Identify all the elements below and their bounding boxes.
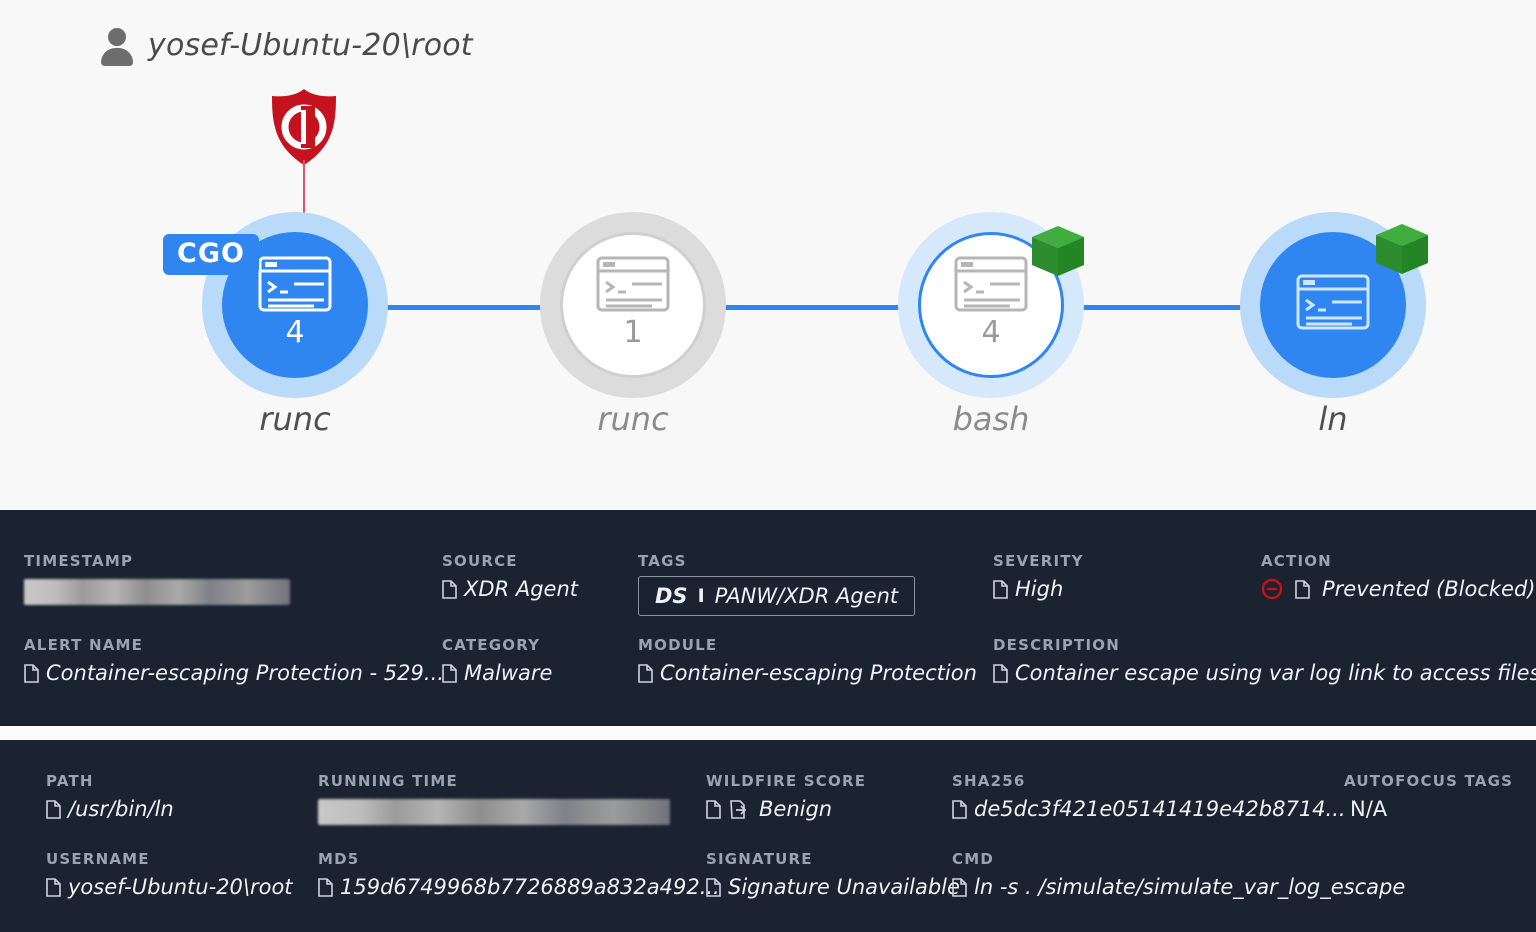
document-icon: [318, 877, 333, 897]
document-icon: [1295, 579, 1310, 599]
field-sha256: SHA256 de5dc3f421e05141419e42b8714...: [952, 772, 1346, 821]
document-icon: [46, 799, 61, 819]
document-icon: [442, 579, 457, 599]
module-value[interactable]: Container-escaping Protection: [638, 661, 977, 685]
node-count: 1: [623, 315, 643, 350]
graph-edge: [385, 305, 585, 310]
terminal-icon: [596, 256, 670, 312]
alert-stem: [303, 160, 305, 218]
panel-divider: [0, 726, 1536, 740]
field-source: SOURCE XDR Agent: [442, 552, 578, 601]
category-value[interactable]: Malware: [442, 661, 552, 685]
cmd-value[interactable]: ln -s . /simulate/simulate_var_log_escap…: [952, 875, 1405, 899]
field-tags: TAGS DS I PANW/XDR Agent: [638, 552, 916, 616]
document-icon: [993, 579, 1008, 599]
graph-node-label: bash: [952, 400, 1030, 438]
process-graph-panel: yosef-Ubuntu-20\root CGO: [0, 0, 1536, 510]
graph-edge: [700, 305, 905, 310]
document-icon: [442, 663, 457, 683]
graph-node-bash[interactable]: 4: [898, 212, 1084, 398]
field-description: DESCRIPTION Container escape using var l…: [993, 636, 1536, 685]
field-category: CATEGORY Malware: [442, 636, 553, 685]
tag-separator: I: [697, 585, 705, 607]
tag-prefix: DS: [655, 584, 688, 608]
alert-marker[interactable]: [268, 88, 340, 218]
graph-node-runc-2[interactable]: 1: [540, 212, 726, 398]
process-info-panel: PATH /usr/bin/ln RUNNING TIME WILDFIRE S…: [0, 740, 1536, 932]
terminal-icon: [954, 256, 1028, 312]
graph-node-label: runc: [259, 400, 331, 438]
document-icon: [24, 663, 39, 683]
graph-username-label: yosef-Ubuntu-20\root: [148, 27, 473, 63]
field-path: PATH /usr/bin/ln: [46, 772, 174, 821]
field-wildfire-score: WILDFIRE SCORE Benign: [706, 772, 867, 821]
sha256-value[interactable]: de5dc3f421e05141419e42b8714...: [952, 797, 1346, 821]
field-alert-name: ALERT NAME Container-escaping Protection…: [24, 636, 444, 685]
document-icon: [706, 799, 721, 819]
container-cube-icon: [1032, 226, 1084, 276]
severity-value[interactable]: High: [993, 577, 1084, 601]
user-icon: [100, 22, 134, 68]
field-severity: SEVERITY High: [993, 552, 1084, 601]
graph-user: yosef-Ubuntu-20\root: [100, 22, 473, 68]
path-value[interactable]: /usr/bin/ln: [46, 797, 174, 821]
node-count: 4: [981, 315, 1001, 350]
document-icon: [638, 663, 653, 683]
document-icon: [993, 663, 1008, 683]
graph-node-label: runc: [597, 400, 669, 438]
username-value[interactable]: yosef-Ubuntu-20\root: [46, 875, 293, 899]
document-icon: [952, 877, 967, 897]
container-cube-icon: [1376, 224, 1428, 274]
field-username: USERNAME yosef-Ubuntu-20\root: [46, 850, 293, 899]
document-icon: [46, 877, 61, 897]
document-icon: [706, 877, 721, 897]
tag-chip-panw-xdr-agent[interactable]: DS I PANW/XDR Agent: [638, 576, 916, 616]
field-running-time: RUNNING TIME: [318, 772, 678, 825]
alert-info-panel: TIMESTAMP SOURCE XDR Agent TAGS DS I PAN…: [0, 510, 1536, 726]
field-cmd: CMD ln -s . /simulate/simulate_var_log_e…: [952, 850, 1406, 899]
terminal-icon: [258, 256, 332, 312]
field-autofocus-tags: AUTOFOCUS TAGS N/A: [1344, 772, 1514, 821]
action-value[interactable]: Prevented (Blocked): [1261, 577, 1535, 601]
block-icon: [1261, 578, 1283, 600]
autofocus-tags-value: N/A: [1350, 797, 1388, 821]
tag-label: PANW/XDR Agent: [714, 584, 899, 608]
graph-node-label: ln: [1318, 400, 1348, 438]
redacted-timestamp-value: [24, 579, 290, 605]
field-module: MODULE Container-escaping Protection: [638, 636, 977, 685]
field-action: ACTION Prevented (Blocked): [1261, 552, 1536, 601]
external-link-icon: [730, 799, 747, 819]
signature-value[interactable]: Signature Unavailable: [706, 875, 960, 899]
terminal-icon: [1296, 274, 1370, 330]
alert-name-value[interactable]: Container-escaping Protection - 529...: [24, 661, 444, 685]
graph-edge: [1060, 305, 1265, 310]
document-icon: [952, 799, 967, 819]
source-value[interactable]: XDR Agent: [442, 577, 578, 601]
redacted-running-time-value: [318, 799, 670, 825]
graph-node-ln[interactable]: [1240, 212, 1428, 398]
wildfire-score-value[interactable]: Benign: [706, 797, 866, 821]
field-md5: MD5 159d6749968b7726889a832a492...: [318, 850, 720, 899]
description-value[interactable]: Container escape using var log link to a…: [993, 661, 1536, 685]
node-count: 4: [285, 315, 305, 350]
field-signature: SIGNATURE Signature Unavailable: [706, 850, 960, 899]
shield-alert-icon: [272, 89, 336, 165]
md5-value[interactable]: 159d6749968b7726889a832a492...: [318, 875, 720, 899]
field-timestamp: TIMESTAMP: [24, 552, 304, 605]
cgo-badge[interactable]: CGO: [163, 234, 259, 275]
